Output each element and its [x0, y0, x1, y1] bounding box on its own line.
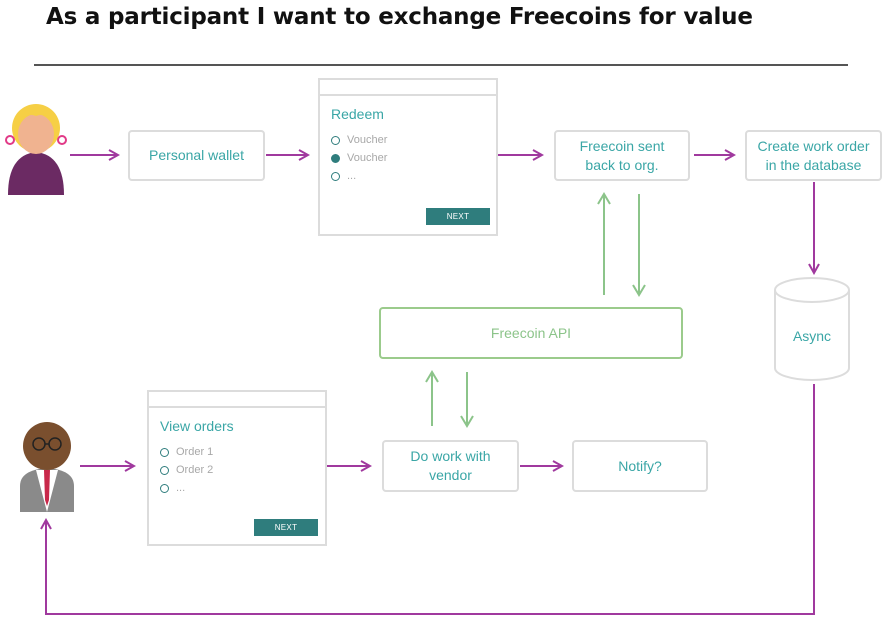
radio-icon[interactable] — [160, 483, 169, 493]
radio-icon[interactable] — [160, 465, 169, 475]
radio-icon[interactable] — [160, 447, 169, 457]
notify-label: Notify? — [618, 457, 662, 474]
freecoin-api-box: Freecoin API — [379, 307, 683, 359]
radio-icon[interactable] — [331, 171, 340, 181]
orders-panel-titlebar — [149, 392, 325, 408]
radio-icon[interactable] — [331, 135, 340, 145]
page-title: As a participant I want to exchange Free… — [46, 4, 753, 30]
personal-wallet-label: Personal wallet — [149, 147, 244, 163]
redeem-option-3[interactable]: ... — [331, 170, 356, 182]
redeem-option-2[interactable]: Voucher — [331, 152, 387, 164]
freecoin-sent-box: Freecoin sent back to org. — [554, 130, 690, 181]
order-option-3[interactable]: ... — [160, 482, 185, 494]
freecoin-sent-label: Freecoin sent back to org. — [579, 137, 665, 173]
redeem-next-button[interactable]: NEXT — [426, 208, 490, 225]
async-database-icon — [774, 277, 850, 381]
order-option-2[interactable]: Order 2 — [160, 464, 213, 476]
vendor-avatar — [20, 422, 74, 512]
view-orders-panel: View orders Order 1 Order 2 ... NEXT — [147, 390, 327, 546]
title-divider — [34, 64, 848, 66]
redeem-panel-titlebar — [320, 80, 496, 96]
participant-avatar — [5, 104, 67, 195]
order-option-1[interactable]: Order 1 — [160, 446, 213, 458]
freecoin-api-label: Freecoin API — [490, 324, 572, 341]
notify-box: Notify? — [572, 440, 708, 492]
arrow-async-return-to-user2 — [46, 384, 815, 615]
work-order-box: Create work order in the database — [745, 130, 882, 181]
orders-panel-title: View orders — [160, 418, 234, 434]
orders-next-button[interactable]: NEXT — [254, 519, 318, 536]
work-order-label: Create work order in the database — [757, 137, 870, 173]
async-label: Async — [792, 328, 832, 344]
redeem-option-1[interactable]: Voucher — [331, 134, 387, 146]
redeem-panel-title: Redeem — [331, 106, 384, 122]
redeem-panel: Redeem Voucher Voucher ... NEXT — [318, 78, 498, 236]
do-work-label: Do work with vendor — [410, 448, 491, 483]
radio-selected-icon[interactable] — [331, 153, 340, 163]
personal-wallet-box: Personal wallet — [128, 130, 265, 181]
do-work-box: Do work with vendor — [382, 440, 519, 492]
